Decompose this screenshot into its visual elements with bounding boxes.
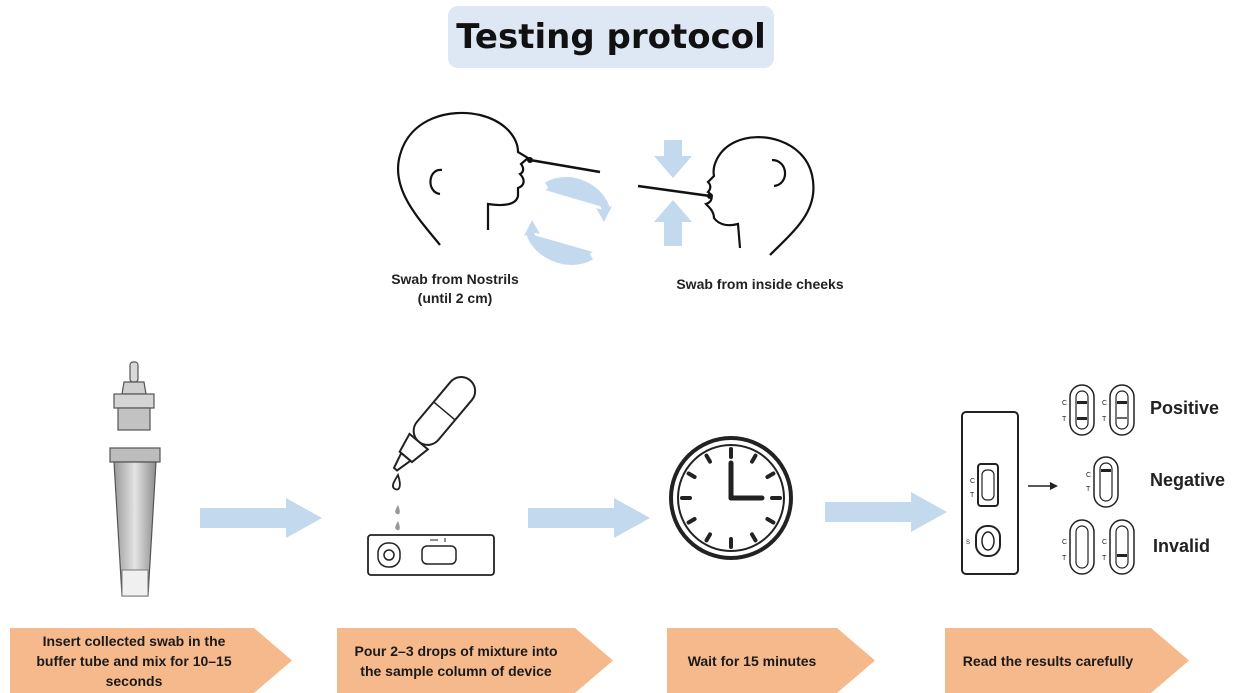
svg-text:C: C xyxy=(1062,539,1067,546)
swab-tip-cheek xyxy=(707,193,713,199)
step-3-text: Wait for 15 minutes xyxy=(687,652,817,669)
svg-text:T: T xyxy=(1102,416,1107,423)
svg-text:T: T xyxy=(1062,555,1067,562)
swab-stick-nostril xyxy=(529,158,601,174)
step-4-banner: Read the results carefully xyxy=(945,628,1189,693)
step-4-text: Read the results carefully xyxy=(962,652,1134,669)
flow-arrow-3 xyxy=(825,492,947,532)
cheek-caption: Swab from inside cheeks xyxy=(676,276,844,292)
result-positive-label: Positive xyxy=(1150,398,1220,418)
head-right-outline xyxy=(703,136,815,256)
drop-1 xyxy=(391,472,401,491)
result-negative-label: Negative xyxy=(1150,470,1226,490)
invalid-result-strips: C T C T xyxy=(1062,519,1135,575)
buffer-tube-icon xyxy=(109,361,161,597)
nostril-caption-line1: Swab from Nostrils xyxy=(391,271,519,287)
negative-result-strip: C T xyxy=(1086,456,1119,508)
dropper-icon xyxy=(392,376,477,472)
head-left-outline xyxy=(397,111,530,246)
drop-3 xyxy=(395,521,400,531)
svg-text:S: S xyxy=(966,540,970,546)
svg-text:T: T xyxy=(1062,416,1067,423)
flow-arrow-1 xyxy=(200,498,322,538)
press-arrows-icon xyxy=(654,140,692,246)
step-2-banner: Pour 2–3 drops of mixture into the sampl… xyxy=(337,628,613,693)
clock-icon xyxy=(669,436,793,560)
swab-stick-cheek xyxy=(637,184,711,198)
page-title: Testing protocol xyxy=(456,17,766,57)
cheek-swab-illustration xyxy=(637,136,815,256)
nostril-caption: Swab from Nostrils (until 2 cm) xyxy=(375,270,535,308)
svg-text:C: C xyxy=(1062,400,1067,407)
nostril-caption-line2: (until 2 cm) xyxy=(417,290,493,306)
step-1-text: Insert collected swab in the buffer tube… xyxy=(36,632,232,689)
title-banner: Testing protocol xyxy=(448,6,774,68)
svg-text:C: C xyxy=(1102,539,1107,546)
step-3-banner: Wait for 15 minutes xyxy=(667,628,875,693)
svg-text:C: C xyxy=(970,478,975,485)
dropper-device-icon xyxy=(367,376,495,576)
ear-right xyxy=(771,158,787,188)
drop-2 xyxy=(395,505,400,515)
svg-text:T: T xyxy=(970,492,975,499)
result-invalid-label: Invalid xyxy=(1153,536,1211,556)
svg-text:T: T xyxy=(1086,486,1091,493)
ear-left xyxy=(429,168,443,196)
rotate-icon xyxy=(524,177,612,265)
svg-text:T: T xyxy=(1102,555,1107,562)
step-1-banner: Insert collected swab in the buffer tube… xyxy=(10,628,292,693)
test-cassette-icon: C T S xyxy=(961,411,1058,575)
flow-arrow-2 xyxy=(528,498,650,538)
positive-result-strips: C T C T xyxy=(1062,384,1135,436)
nostril-swab-illustration xyxy=(397,111,612,265)
svg-text:C: C xyxy=(1102,400,1107,407)
svg-text:C: C xyxy=(1086,472,1091,479)
step-2-text: Pour 2–3 drops of mixture into the sampl… xyxy=(354,642,558,679)
